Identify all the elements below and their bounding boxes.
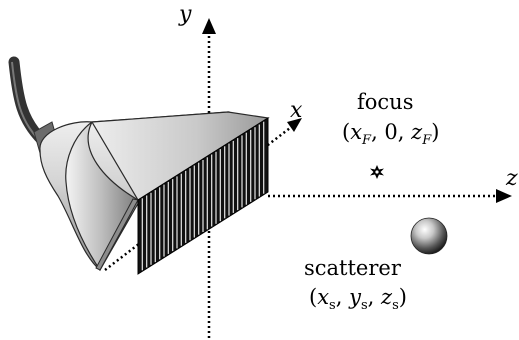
z-axis-arrow: [496, 189, 512, 203]
scatterer-coord-y: y: [349, 285, 361, 309]
focus-coord-open: (: [342, 120, 351, 144]
focus-coord-z: z: [411, 120, 423, 144]
scatterer-coord-sep1: ,: [335, 285, 350, 309]
focus-coord-x-sub: F: [362, 133, 372, 148]
scatterer-sphere: [410, 217, 448, 255]
z-axis-label: z: [506, 166, 518, 191]
x-axis-label: x: [290, 98, 303, 123]
scatterer-coord-z: z: [380, 285, 393, 309]
focus-coord-x: x: [350, 120, 363, 144]
scatterer-coord-open: (: [309, 285, 318, 309]
focus-label: focus: [357, 90, 414, 114]
focus-coord-sep: , 0,: [371, 120, 412, 144]
scatterer-coord-z-sub: s: [392, 298, 399, 313]
transducer-element-lines: [141, 121, 265, 271]
scatterer-coord-x-sub: s: [329, 298, 336, 313]
y-axis-label: y: [179, 2, 192, 27]
scatterer-coordinates: (xs, ys, zs): [309, 285, 407, 313]
scatterer-coord-x: x: [317, 285, 330, 309]
y-axis-arrow: [202, 18, 216, 34]
star-burst-icon: [370, 165, 384, 179]
scatterer-label: scatterer: [304, 256, 401, 280]
focus-coord-z-sub: F: [422, 133, 432, 148]
x-axis-arrow: [287, 118, 302, 132]
scatterer-coord-sep2: ,: [367, 285, 381, 309]
scatterer-coord-close: ): [398, 285, 407, 309]
focus-coord-close: ): [431, 120, 440, 144]
focus-coordinates: (xF, 0, zF): [342, 120, 439, 148]
probe-cable-highlight: [11, 61, 40, 141]
scatterer-coord-y-sub: s: [360, 298, 368, 313]
probe-bevel: [95, 198, 139, 271]
